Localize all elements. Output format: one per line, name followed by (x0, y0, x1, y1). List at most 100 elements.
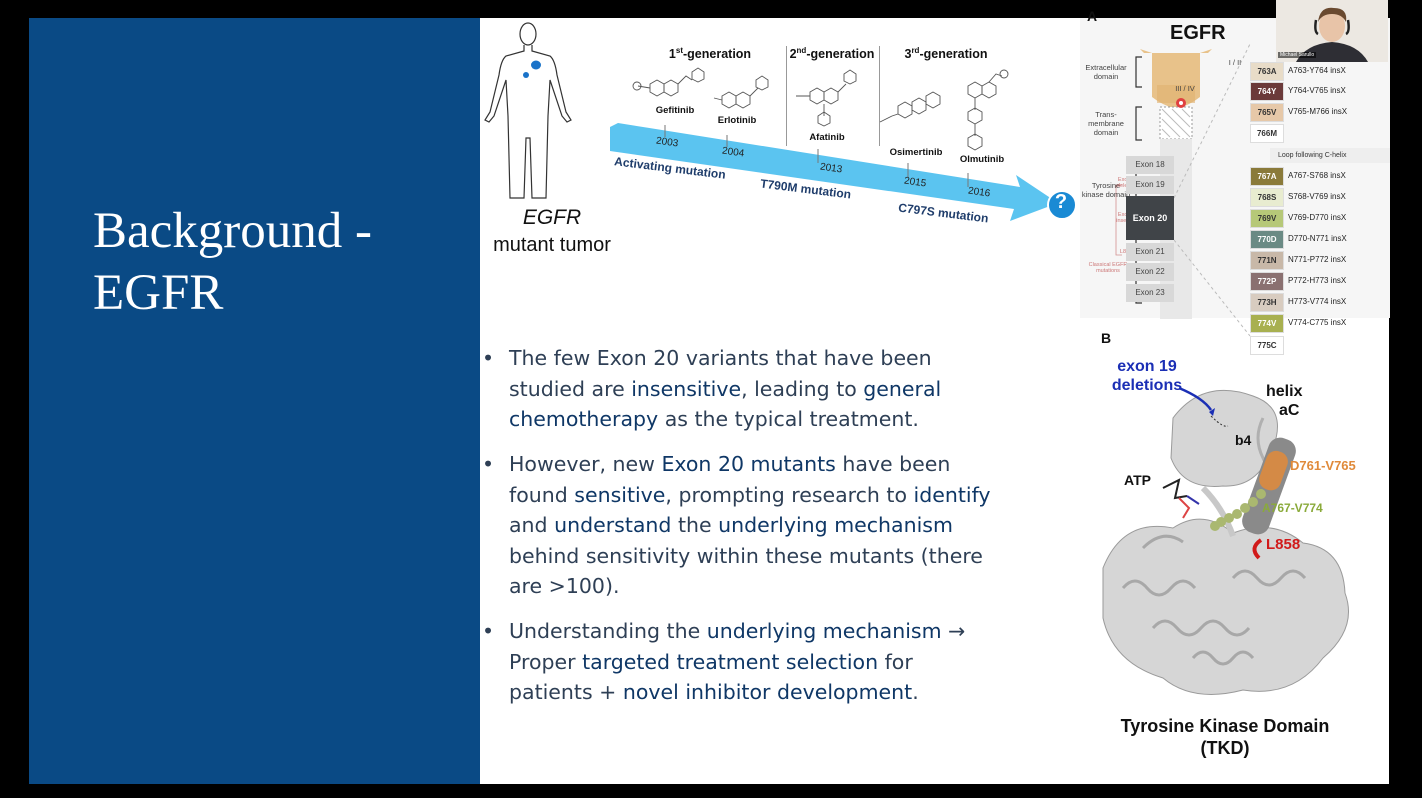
variant-insertion: V765-M766 insX (1288, 107, 1348, 116)
variant-insertion: H773-V774 insX (1288, 297, 1347, 306)
variant-code: 770D (1250, 230, 1284, 249)
bullet-item: • However, new Exon 20 mutants have been… (482, 449, 1002, 603)
l858-label: L858 (1266, 536, 1301, 553)
b4-label: b4 (1235, 432, 1252, 448)
bullet-text-run: However, new (509, 452, 662, 476)
human-body-icon (484, 22, 572, 199)
variant-code: 771N (1250, 251, 1284, 270)
highlighted-text: identify (913, 482, 991, 507)
variant-code: 766M (1250, 124, 1284, 143)
egfr-title: EGFR (1170, 22, 1226, 44)
slide-title: Background - EGFR (93, 203, 373, 321)
exon-box: Exon 23 (1126, 284, 1174, 302)
variant-insertion: Y764-V765 insX (1288, 86, 1346, 95)
gen-2-label: 2nd-generation (789, 46, 875, 62)
highlighted-text: underlying mechanism (706, 619, 942, 643)
tkd-caption: Tyrosine Kinase Domain (1120, 716, 1330, 736)
bullet-item: • Understanding the underlying mechanism… (482, 616, 1002, 708)
variant-code: 769V (1250, 209, 1284, 228)
bullet-text-run: → Proper (509, 619, 966, 674)
bullet-text-run: , leading to (741, 376, 864, 401)
bullet-item: • The few Exon 20 variants that have bee… (482, 343, 1002, 435)
variant-insertion: A767-S768 insX (1288, 171, 1346, 180)
highlighted-text: Exon 20 mutants (661, 452, 836, 476)
participant-avatar (1276, 0, 1388, 62)
bullet-text-run: have been found (509, 452, 951, 507)
bullet-text: However, new Exon 20 mutants have been f… (509, 449, 999, 602)
ecd-label: III / IV (1175, 84, 1195, 93)
variant-insertion: S768-V769 insX (1288, 192, 1346, 201)
variant-insertion: N771-P772 insX (1288, 255, 1347, 264)
variant-code: 773H (1250, 293, 1284, 312)
highlighted-text: targeted treatment selection (582, 649, 879, 674)
domain-label: Tyrosine kinase domain (1081, 181, 1131, 199)
variant-insertion: V774-C775 insX (1288, 318, 1347, 327)
drug-name: Afatinib (809, 132, 845, 143)
bullet-text-run: behind sensitivity within these mutants … (509, 543, 983, 599)
domain-label: Extracellular domain (1085, 63, 1127, 81)
title-panel: Background - EGFR (29, 18, 480, 784)
question-mark-icon: ? (1054, 191, 1068, 213)
participant-name: Michael Sarullo (1278, 52, 1317, 58)
variant-code: 763A (1250, 62, 1284, 81)
bullet-text-run: for patients + (509, 649, 913, 705)
atp-label: ATP (1124, 472, 1151, 488)
bullet-text: Understanding the underlying mechanism →… (509, 616, 999, 708)
domain-label: Trans-membrane domain (1088, 110, 1124, 137)
bullet-text-run: Understanding the (509, 619, 707, 643)
gen-1-label: 1st-generation (668, 46, 752, 62)
bullet-text-run: . (912, 680, 919, 704)
variant-insertion: P772-H773 insX (1288, 276, 1347, 285)
bullet-text-run: the (671, 513, 719, 537)
exon-box: Exon 22 (1126, 263, 1174, 281)
helix-label: aC (1279, 402, 1300, 419)
gen-separator (879, 46, 880, 146)
variant-code: 775C (1250, 336, 1284, 355)
exon19-deletions-label: exon 19 deletions (1111, 358, 1183, 394)
exon-box: Exon 18 (1126, 156, 1174, 174)
variant-code: 774V (1250, 314, 1284, 333)
highlighted-text: underlying mechanism (718, 513, 953, 537)
highlighted-text: understand (554, 513, 672, 537)
gen-separator (786, 46, 787, 146)
bullet-dot: • (482, 619, 495, 643)
bullet-dot: • (482, 346, 495, 370)
timeline-arrow (610, 123, 1077, 221)
highlighted-text: novel inhibitor development (622, 680, 913, 704)
protein-structure-image (1102, 386, 1349, 695)
webcam-thumbnail[interactable]: Michael Sarullo (1276, 0, 1388, 62)
drug-name: Olmutinib (959, 154, 1005, 165)
panel-letter: A (1087, 8, 1098, 24)
exon-box: Exon 19 (1126, 176, 1174, 194)
bullet-text: The few Exon 20 variants that have been … (509, 343, 999, 435)
side-note: Classical EGFR mutations (1088, 262, 1128, 274)
variant-code: 767A (1250, 167, 1284, 186)
loop-label: Loop following C-helix (1270, 148, 1390, 163)
tkd-caption-abbr: (TKD) (1200, 738, 1250, 758)
gen-3-label: 3rd-generation (904, 46, 988, 62)
bullet-text-run: The few Exon 20 variants that have been … (509, 346, 932, 401)
d761-label: D761-V765 (1290, 458, 1356, 473)
ecd-label: I / II (1228, 58, 1242, 67)
exon-20-box: Exon 20 (1126, 196, 1174, 240)
bullet-dot: • (482, 452, 495, 476)
variant-code: 768S (1250, 188, 1284, 207)
variant-code: 765V (1250, 103, 1284, 122)
bullet-text-run: , prompting research to (665, 482, 914, 507)
panel-letter: B (1101, 330, 1112, 346)
bullet-text-run: as the typical treatment. (658, 407, 919, 431)
variant-code: 772P (1250, 272, 1284, 291)
tumor-label-mutant: mutant tumor (493, 234, 611, 256)
highlighted-text: general chemotherapy (509, 376, 942, 432)
molecule-structures-icon (632, 67, 1009, 151)
a767-label: A767-V774 (1262, 501, 1323, 515)
tumor-label-egfr: EGFR (522, 206, 582, 229)
variant-code: 764Y (1250, 82, 1284, 101)
highlighted-text: sensitive (574, 482, 666, 507)
highlighted-text: insensitive (631, 376, 742, 401)
variant-insertion: D770-N771 insX (1288, 234, 1347, 243)
helix-label: helix (1266, 383, 1303, 400)
bullet-text-run: and (509, 513, 555, 537)
drug-name: Gefitinib (655, 105, 695, 116)
variant-insertion: V769-D770 insX (1288, 213, 1347, 222)
